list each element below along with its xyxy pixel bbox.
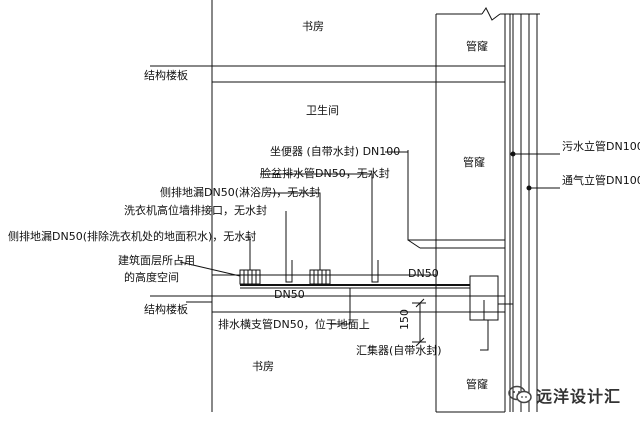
- dimension-150: 150: [398, 309, 411, 330]
- room-study-bottom: 书房: [252, 360, 274, 373]
- floor-height-label-2: 的高度空间: [124, 271, 179, 284]
- side-drain-washer-label: 侧排地漏DN50(排除洗衣机处的地面积水)，无水封: [8, 230, 257, 243]
- collector-label: 汇集器(自带水封): [356, 344, 442, 357]
- dn50-left-label: DN50: [274, 288, 305, 301]
- sewage-riser-label: 污水立管DN100: [562, 140, 640, 153]
- toilet-drain: [407, 150, 505, 241]
- basin-pipe: [371, 258, 379, 283]
- toilet-label: 坐便器 (自带水封) DN100: [270, 145, 401, 158]
- washer-pipe: [285, 258, 293, 283]
- shaft-label-mid: 管窿: [463, 156, 485, 169]
- shaft-label-top: 管窿: [466, 40, 488, 53]
- watermark: 远洋设计汇: [508, 382, 636, 408]
- floor-height-label-1: 建筑面层所占用: [118, 254, 195, 267]
- side-drain-washer-box: [239, 269, 261, 285]
- watermark-text: 远洋设计汇: [536, 387, 622, 406]
- dn50-right-label: DN50: [408, 267, 439, 280]
- side-drain-shower-label: 侧排地漏DN50(淋浴房)，无水封: [160, 186, 321, 199]
- wechat-icon: [508, 385, 532, 405]
- basin-label: 脸盆排水管DN50，无水封: [260, 167, 390, 180]
- shaft-label-bottom: 管窿: [466, 378, 488, 391]
- branch-pipe-label: 排水横支管DN50，位于地面上: [218, 318, 370, 331]
- room-study-top: 书房: [302, 20, 324, 33]
- vent-riser-label: 通气立管DN100: [562, 174, 640, 187]
- room-bathroom: 卫生间: [306, 104, 339, 117]
- slab-bottom-label: 结构楼板: [144, 303, 188, 316]
- washer-label: 洗衣机高位墙排接口，无水封: [124, 204, 267, 217]
- side-drain-shower-box: [309, 269, 331, 285]
- slab-top-label: 结构楼板: [144, 69, 188, 82]
